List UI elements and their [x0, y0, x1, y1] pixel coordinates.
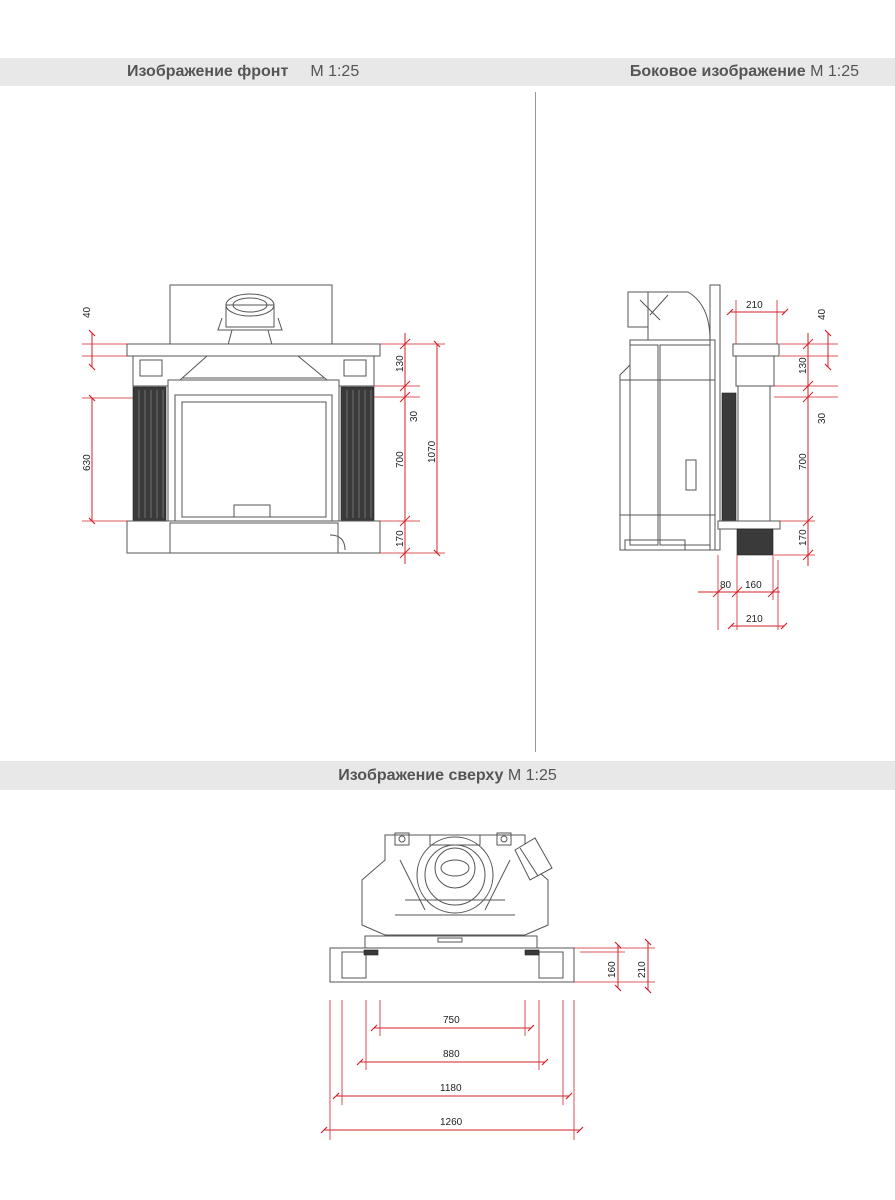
right-column — [340, 386, 375, 522]
top-view-title: Изображение сверху — [338, 767, 504, 784]
dim-side-210-top: 210 — [746, 300, 763, 311]
header-bar-top: Изображение фронт М 1:25 Боковое изображе… — [0, 58, 895, 86]
dim-side-130: 130 — [798, 357, 809, 374]
side-dimensions: 210 40 130 30 700 170 80 160 210 — [698, 300, 838, 630]
front-view-heading: Изображение фронт М 1:25 — [127, 63, 359, 81]
front-view-drawing — [126, 284, 381, 554]
dim-front-130: 130 — [395, 355, 406, 372]
left-column — [132, 386, 167, 522]
dim-top-1260: 1260 — [440, 1117, 463, 1128]
dim-side-80: 80 — [720, 580, 732, 591]
side-view-drawing — [619, 284, 781, 556]
top-view-drawing — [329, 832, 575, 983]
dim-side-40: 40 — [817, 308, 828, 320]
dim-front-630: 630 — [82, 454, 93, 471]
dim-side-210-bottom: 210 — [746, 614, 763, 625]
dim-top-1180: 1180 — [440, 1083, 462, 1094]
view-divider — [535, 92, 536, 752]
top-dimensions: 160 210 750 880 1180 1260 — [320, 938, 655, 1140]
top-view-scale: М 1:25 — [507, 767, 557, 784]
dim-top-880: 880 — [443, 1049, 460, 1060]
side-view-scale: М 1:25 — [810, 63, 859, 80]
top-view-heading: Изображение сверху М 1:25 — [0, 767, 895, 785]
dim-side-170: 170 — [798, 529, 809, 546]
dim-front-30: 30 — [409, 410, 420, 422]
front-view-scale: М 1:25 — [310, 63, 360, 80]
dim-front-40: 40 — [82, 306, 93, 318]
dim-side-700: 700 — [798, 453, 809, 470]
dim-front-170: 170 — [395, 530, 406, 547]
front-dimensions: 40 630 130 30 700 170 1070 — [82, 306, 445, 564]
dim-front-700: 700 — [395, 451, 406, 468]
dim-side-30: 30 — [817, 412, 828, 424]
dim-side-160: 160 — [745, 580, 762, 591]
dim-top-160: 160 — [607, 961, 618, 978]
header-bar-middle: Изображение сверху М 1:25 — [0, 761, 895, 790]
side-view-heading: Боковое изображение М 1:25 — [630, 63, 859, 81]
dim-front-1070: 1070 — [427, 440, 438, 463]
dim-top-210: 210 — [637, 961, 648, 978]
side-view-title: Боковое изображение — [629, 63, 806, 80]
front-view-title: Изображение фронт — [127, 63, 289, 80]
dim-top-750: 750 — [443, 1015, 460, 1026]
